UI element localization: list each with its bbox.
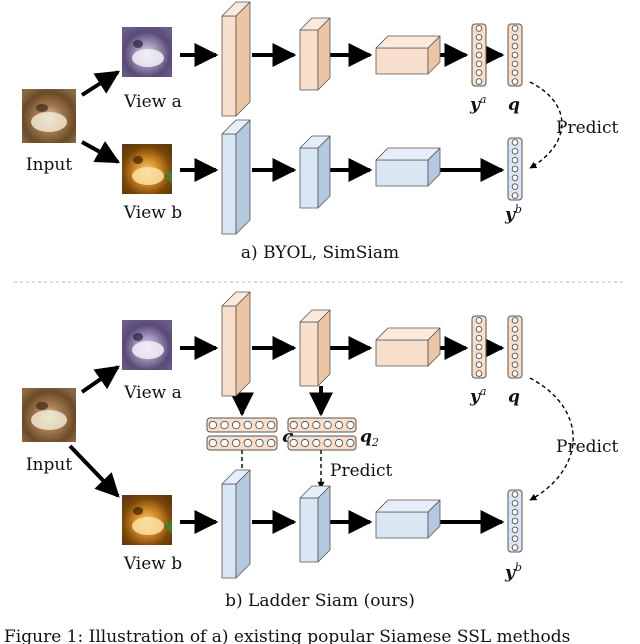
predict-label-ladder: Predict [330,461,392,481]
ya-label-b: ya [469,385,486,407]
input-label-b: Input [26,455,72,475]
encoder-block-2-top-a [299,17,331,91]
view-b-label-b: View b [123,554,182,574]
encoder-block-1-top-b [221,291,251,397]
q-label-b: q [508,387,520,407]
predictor-q1 [206,417,278,451]
predictor-q2 [287,417,357,451]
encoder-block-3-top-a [375,35,441,75]
predict-label-b: Predict [556,437,618,457]
caption-a: a) BYOL, SimSiam [241,243,399,263]
yb-label-b: yb [504,561,522,583]
view-a-image-b [122,320,172,370]
arrow-input-to-view-a-b [80,365,120,394]
view-a-label-a: View a [123,92,182,112]
feature-vector-ya-a [471,23,487,87]
predict-arrow-b [529,377,574,501]
encoder-block-3-bottom-a [375,147,441,187]
encoder-block-2-bottom-a [299,135,331,209]
panel-b: Input View a View b Predict [22,320,618,611]
predict-label-a: Predict [556,118,618,138]
input-image-a [22,89,76,143]
arrow-input-to-view-b-b [68,444,120,498]
view-a-image-a [122,27,172,77]
arrow-input-to-view-a-a [80,70,121,97]
feature-vector-q-a [507,23,523,87]
ya-label-a: ya [469,93,486,115]
predict-arrow-a [529,81,563,169]
caption-b: b) Ladder Siam (ours) [225,591,415,611]
view-b-label-a: View b [123,203,182,223]
feature-vector-q-b [507,315,523,379]
panel-a: Input View a View b [22,27,618,263]
figure-caption: Figure 1: Illustration of a) existing po… [4,627,570,644]
encoder-block-1-bottom-b [221,469,251,579]
feature-vector-yb-b [507,489,523,553]
q-label-a: q [508,95,520,115]
q2-label: q2 [360,427,379,449]
encoder-block-2-top-b [299,309,331,387]
view-b-image-a [122,144,172,194]
view-b-image-b [122,495,172,545]
encoder-block-1-top-a [221,1,251,117]
feature-vector-yb-a [507,137,523,201]
arrow-input-to-view-b-a [81,140,121,164]
encoder-block-3-top-b [375,327,441,367]
yb-label-a: yb [504,203,522,225]
input-image-b [22,388,76,442]
view-a-label-b: View a [123,383,182,403]
encoder-block-2-bottom-b [299,485,331,563]
input-label-a: Input [26,155,72,175]
encoder-block-3-bottom-b [375,499,441,539]
feature-vector-ya-b [471,315,487,379]
generated-shapes [206,1,523,579]
encoder-block-1-bottom-a [221,119,251,235]
